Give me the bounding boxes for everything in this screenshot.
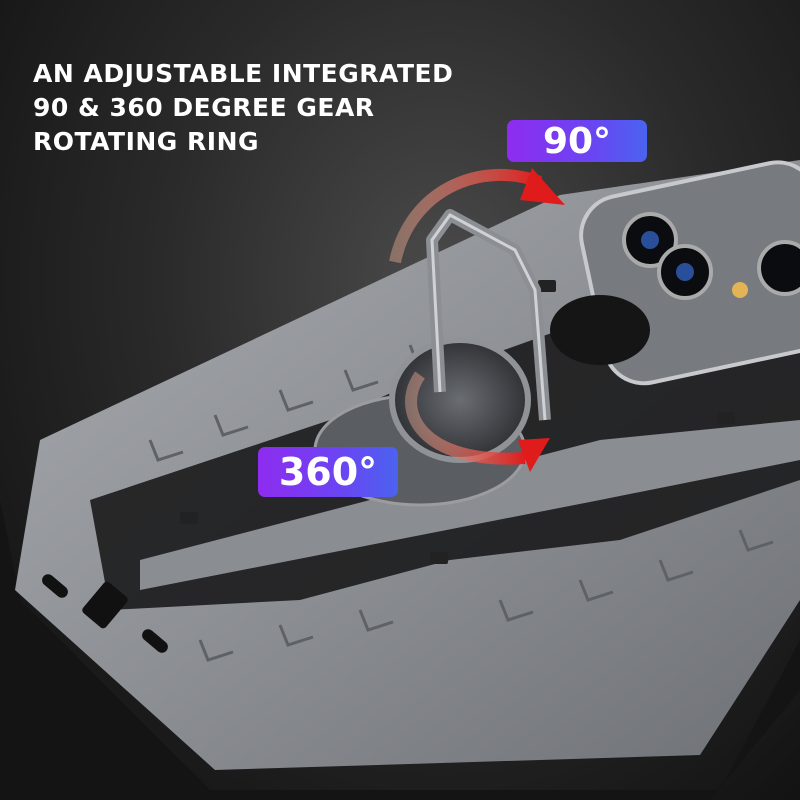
rotate-360-arrow [405, 371, 526, 465]
headline: AN ADJUSTABLE INTEGRATED 90 & 360 DEGREE… [33, 57, 453, 159]
screw-icons [180, 280, 735, 564]
bottom-ports [42, 574, 168, 653]
rotate-90-arrow [389, 168, 543, 264]
case-side [0, 500, 800, 800]
badge-90-degree: 90° [507, 120, 647, 162]
headline-line-1: AN ADJUSTABLE INTEGRATED [33, 59, 454, 88]
camera-module [550, 160, 800, 386]
headline-line-3: ROTATING RING [33, 127, 260, 156]
headline-line-2: 90 & 360 DEGREE GEAR [33, 93, 375, 122]
arrow-head-icon [520, 168, 565, 205]
arrow-head-icon [518, 438, 550, 472]
chevron-pattern [148, 344, 774, 662]
badge-360-degree: 360° [258, 447, 398, 497]
